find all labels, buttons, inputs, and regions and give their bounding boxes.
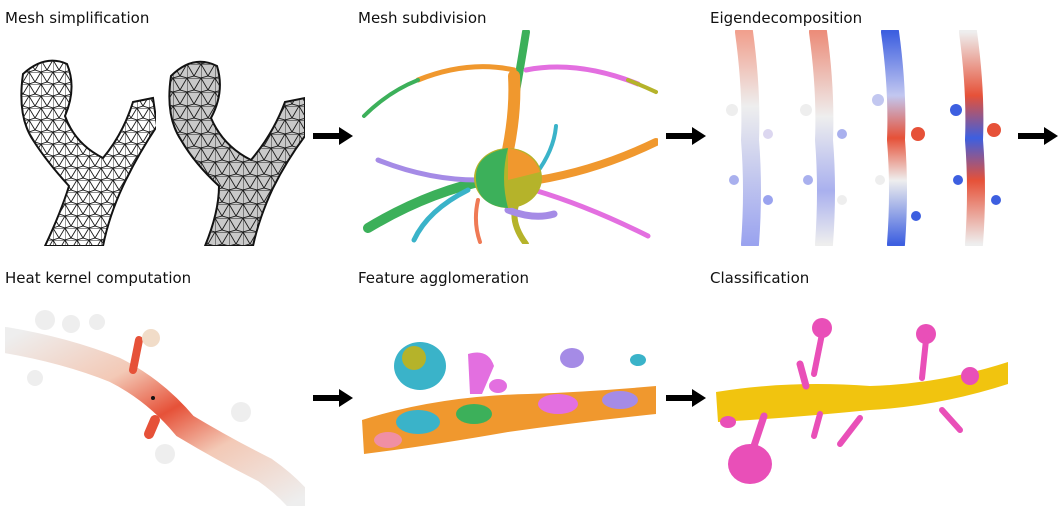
- shaded-mesh-shape: [168, 60, 305, 246]
- eigen-dendrite-3: [872, 30, 925, 246]
- right-arrow-icon: [1018, 126, 1058, 146]
- right-arrow-icon: [666, 388, 706, 408]
- eigendecomposition-panel: [710, 30, 1010, 246]
- eigen-dendrite-1: [726, 30, 773, 246]
- mesh-simplification-panel: [5, 36, 305, 246]
- heat-dendrite-shape: [5, 310, 305, 506]
- eigen-dendrite-4: [950, 30, 1001, 246]
- step-label-mesh-subdivision: Mesh subdivision: [358, 9, 487, 27]
- right-arrow-icon: [313, 388, 353, 408]
- eigen-dendrite-2: [800, 30, 847, 246]
- step-label-classification: Classification: [710, 269, 810, 287]
- wireframe-mesh-shape: [20, 59, 159, 246]
- heat-kernel-panel: [5, 300, 305, 506]
- step-label-heat-kernel: Heat kernel computation: [5, 269, 192, 287]
- step-label-feature-agglomeration: Feature agglomeration: [358, 269, 529, 287]
- classified-dendrite-shape: [716, 318, 1008, 484]
- feature-agglomeration-panel: [358, 336, 658, 462]
- right-arrow-icon: [666, 126, 706, 146]
- step-label-mesh-simplification: Mesh simplification: [5, 9, 150, 27]
- classification-panel: [710, 314, 1010, 486]
- step-label-eigendecomposition: Eigendecomposition: [710, 9, 863, 27]
- right-arrow-icon: [313, 126, 353, 146]
- segmented-neuron-shape: [362, 30, 658, 244]
- mesh-subdivision-panel: [358, 30, 658, 244]
- agglomerated-dendrite-shape: [362, 342, 656, 454]
